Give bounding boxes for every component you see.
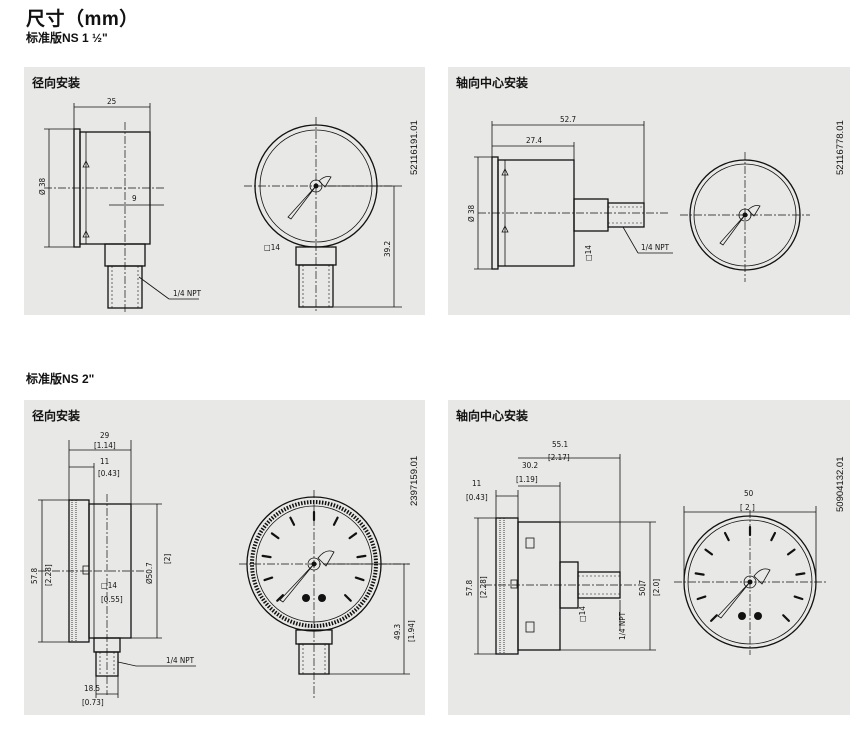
dim-depth: 9 [132, 194, 137, 203]
dim-w11-inch: [0.43] [98, 469, 120, 478]
code-label-1: 52116191.01 [409, 120, 420, 175]
dial-tick [793, 595, 804, 601]
dial-tick [263, 576, 274, 582]
dim-square: □14 [101, 581, 117, 590]
dim-w50-inch: [ 2 ] [740, 503, 755, 512]
dim-d578-inch: [2.28] [44, 564, 53, 586]
dial-tick [348, 532, 358, 540]
dial-tick [710, 614, 718, 622]
dim-d507: 50.7 [638, 580, 647, 596]
panel-heading: 轴向中心安装 [456, 76, 529, 90]
dial-tick [694, 572, 705, 576]
dim-d507: Ø50.7 [144, 562, 154, 584]
dial-tick [270, 532, 280, 540]
dim-d578: 57.8 [30, 568, 39, 584]
dim-depth: 27.4 [526, 136, 542, 145]
drawing-code: 52116778.01 [835, 120, 846, 175]
subtitle-ns-1-5: 标准版NS 1 ½" [26, 31, 108, 45]
dim-w551-inch: [2.17] [548, 453, 570, 462]
dim-h493-inch: [1.94] [407, 620, 416, 642]
panel-ns15-radial: 径向安装 25 Ø 38 9 1/4 NPT □14 39.2 [24, 67, 425, 315]
panel-ns15-axial: 轴向中心安装 52.7 27.4 Ø 38 □14 1/4 NPT 521167… [448, 67, 850, 315]
drawing-ns2-axial: 11 [0.43] 30.2 [1.19] 55.1 [2.17] 57.8 [… [465, 440, 828, 655]
dial-tick [261, 554, 272, 559]
dim-w11: 11 [472, 479, 481, 488]
code-label-3: 2397159.01 [409, 456, 420, 506]
dim-diameter: Ø 38 [37, 177, 47, 195]
dim-w185: 18.5 [84, 684, 100, 693]
drawing-code: 52116191.01 [409, 120, 420, 175]
drawing-ns2-radial: 29 [1.14] 11 [0.43] 57.8 [2.28] Ø50.7 [2… [30, 431, 416, 707]
dial-tick [786, 548, 796, 556]
dial-tick [344, 594, 352, 602]
code-label-2: 52116778.01 [835, 120, 846, 175]
panel-ns2-radial: 径向安装 29 [1.14] 11 [0.43] 57.8 [2.28] Ø50… [24, 400, 425, 715]
dim-square: □14 [584, 245, 593, 261]
dim-w29: 29 [100, 431, 110, 440]
dim-thread: 1/4 NPT [618, 611, 627, 640]
drawing-ns15-axial: 52.7 27.4 Ø 38 □14 1/4 NPT [466, 115, 810, 282]
dim-w185-inch: [0.73] [82, 698, 104, 707]
code-label-4: 50904132.01 [835, 457, 846, 512]
dim-w50: 50 [744, 489, 754, 498]
dim-d507-inch: [2.0] [652, 579, 661, 596]
dial-tick [696, 595, 707, 601]
dial-tick [276, 594, 284, 602]
dim-w302: 30.2 [522, 461, 538, 470]
dim-d578-inch: [2.28] [479, 576, 488, 598]
dim-d507-inch: [2] [163, 554, 172, 564]
dim-d578: 57.8 [465, 580, 474, 596]
dim-thread: 1/4 NPT [641, 243, 670, 252]
dim-square: □14 [578, 606, 587, 622]
drawing-ns15-radial: 25 Ø 38 9 1/4 NPT □14 39.2 [37, 97, 402, 313]
panel-heading: 轴向中心安装 [456, 409, 529, 423]
dim-h493: 49.3 [393, 624, 402, 640]
dial-tick [704, 548, 714, 556]
drawing-code: 2397159.01 [409, 456, 420, 506]
dim-length: 52.7 [560, 115, 576, 124]
dim-w302-inch: [1.19] [516, 475, 538, 484]
drawing-code: 50904132.01 [835, 457, 846, 512]
dial-tick [356, 554, 367, 559]
subtitle-ns-2: 标准版NS 2" [26, 372, 95, 386]
panel-ns2-axial: 轴向中心安装 11 [0.43] 30.2 [1.19] 55.1 [2.17]… [448, 400, 850, 715]
dim-w11: 11 [100, 457, 109, 466]
dial-tick [289, 516, 296, 526]
dim-height: 39.2 [383, 241, 392, 257]
dial-tick [782, 614, 790, 622]
dim-w29-inch: [1.14] [94, 441, 116, 450]
dim-w11-inch: [0.43] [466, 493, 488, 502]
dial-tick [332, 516, 339, 526]
dial-tick [723, 531, 730, 542]
dial-tick [770, 531, 777, 542]
panel-heading: 径向安装 [32, 409, 81, 423]
dim-square: □14 [264, 243, 280, 252]
dial-tick [354, 576, 365, 582]
dim-thread: 1/4 NPT [166, 656, 195, 665]
dim-square-inch: [0.55] [101, 595, 123, 604]
dim-w551: 55.1 [552, 440, 568, 449]
panel-heading: 径向安装 [32, 76, 81, 90]
dim-thread: 1/4 NPT [173, 289, 202, 298]
page-title: 尺寸（mm） [26, 9, 139, 30]
dial-tick [795, 572, 806, 576]
dim-width: 25 [107, 97, 116, 106]
dim-diameter: Ø 38 [466, 204, 476, 222]
